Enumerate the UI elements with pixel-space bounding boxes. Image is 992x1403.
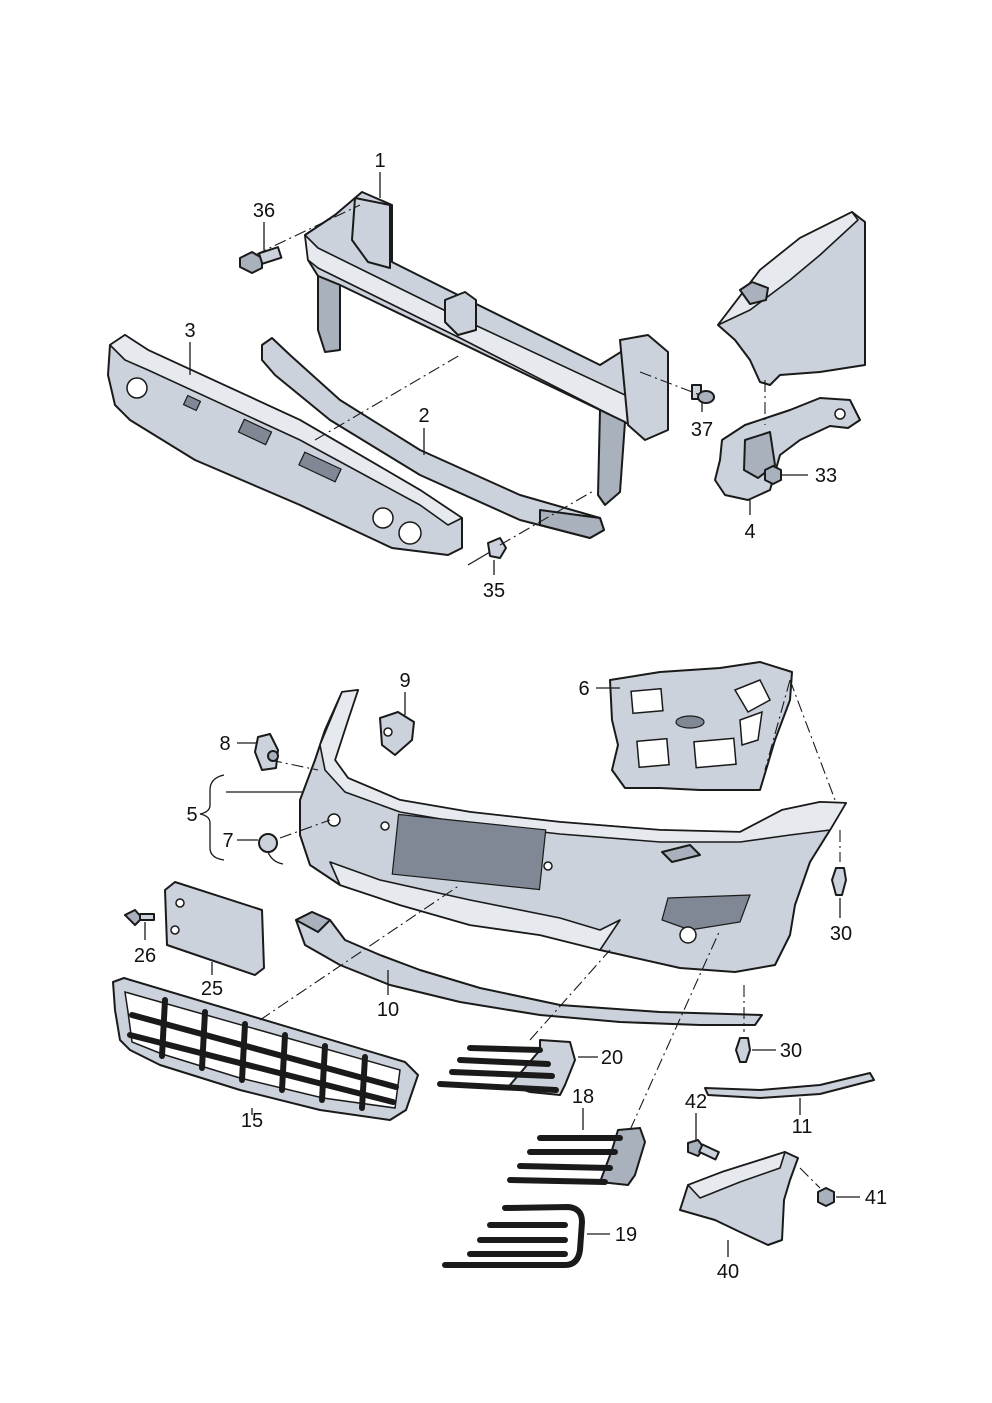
- callout-8: 8: [219, 733, 230, 755]
- assembly-line-20: [529, 949, 611, 1041]
- lower-grille: [112, 977, 419, 1121]
- clip-30-upper-icon: [831, 867, 847, 896]
- callout-35: 35: [483, 580, 505, 602]
- clip-30-lower-icon: [735, 1037, 751, 1063]
- assembly-line-18: [629, 929, 721, 1131]
- bumper-strip: [261, 337, 605, 539]
- grille-insert-18: [507, 1127, 646, 1186]
- callout-3: 3: [184, 320, 195, 342]
- assembly-line-6: [789, 679, 836, 801]
- callout-30-lower: 30: [780, 1040, 802, 1062]
- assembly-line-36: [254, 204, 361, 256]
- energy-absorber: [107, 334, 463, 556]
- assembly-line-15: [259, 884, 461, 1021]
- callout-4: 4: [744, 521, 755, 543]
- clip-9-icon: [379, 711, 415, 756]
- assembly-line-6b: [764, 679, 791, 771]
- callout-30-upper: 30: [830, 923, 852, 945]
- callout-42: 42: [685, 1091, 707, 1113]
- cap-7-icon: [258, 833, 284, 865]
- callout-10: 10: [377, 999, 399, 1021]
- callout-20: 20: [601, 1047, 623, 1069]
- assembly-line-3-1: [314, 354, 461, 441]
- assembly-line-37: [639, 371, 701, 396]
- callout-6: 6: [578, 678, 589, 700]
- bumper-cover: [299, 689, 847, 973]
- trim-strip: [704, 1072, 875, 1099]
- assembly-line-8: [269, 759, 319, 771]
- rivet-26-icon: [124, 909, 155, 926]
- callout-18: 18: [572, 1086, 594, 1108]
- callout-41: 41: [865, 1187, 887, 1209]
- bolt-36-icon: [239, 246, 283, 274]
- bumper-guide-bracket: [609, 661, 793, 791]
- bumper-spoiler: [295, 911, 763, 1026]
- air-duct: [679, 1151, 799, 1246]
- rivet-35-icon: [467, 537, 507, 566]
- callout-2: 2: [418, 405, 429, 427]
- assembly-line-7: [279, 819, 331, 839]
- callout-25: 25: [201, 978, 223, 1000]
- callout-26: 26: [134, 945, 156, 967]
- callout-15: 15: [241, 1110, 263, 1132]
- callout-40: 40: [717, 1261, 739, 1283]
- callout-36: 36: [253, 200, 275, 222]
- clip-8-icon: [254, 733, 279, 771]
- callout-5: 5: [186, 804, 197, 826]
- bumper-reinforcement-bar: [304, 191, 669, 506]
- license-plate-bracket: [164, 881, 265, 976]
- callout-11: 11: [792, 1116, 813, 1138]
- callout-9: 9: [399, 670, 410, 692]
- grille-frame-19: [442, 1203, 586, 1268]
- assembly-line-35: [499, 489, 596, 546]
- nut-33-icon: [764, 465, 782, 485]
- screw-42-icon: [687, 1139, 720, 1161]
- bumper-bracket: [714, 397, 861, 501]
- grille-insert-20: [437, 1039, 576, 1096]
- assembly-line-41: [799, 1167, 821, 1189]
- callout-1: 1: [374, 150, 385, 172]
- nut-41-icon: [817, 1187, 835, 1207]
- fender-panel: [717, 211, 866, 386]
- callout-33: 33: [815, 465, 837, 487]
- callout-19: 19: [615, 1224, 637, 1246]
- bolt-37-icon: [691, 384, 715, 404]
- callout-7: 7: [222, 830, 233, 852]
- callout-37: 37: [691, 419, 713, 441]
